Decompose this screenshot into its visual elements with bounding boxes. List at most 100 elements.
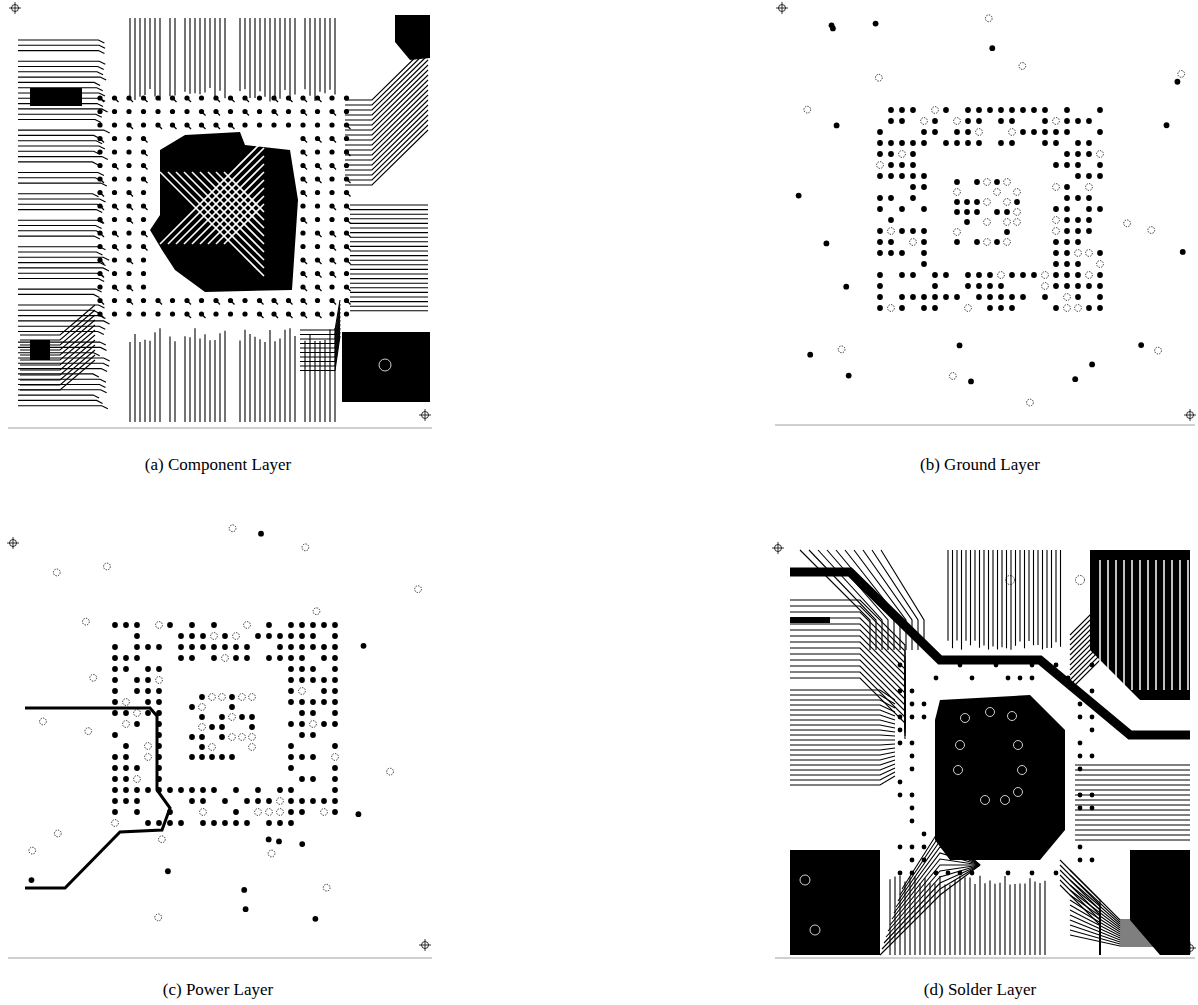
pad xyxy=(1078,715,1083,720)
via xyxy=(332,622,338,628)
trace xyxy=(18,183,107,186)
mark-cross xyxy=(782,2,783,14)
via xyxy=(921,228,927,234)
mark-cross xyxy=(1190,409,1191,421)
trace xyxy=(1009,885,1010,955)
via xyxy=(974,209,980,215)
via xyxy=(877,173,883,179)
copper-area xyxy=(1090,550,1190,700)
clearance-hole xyxy=(323,884,330,891)
via xyxy=(209,724,215,730)
panel-rule xyxy=(775,425,1195,426)
trace xyxy=(983,550,984,645)
via xyxy=(846,373,852,379)
pad xyxy=(922,858,927,863)
via xyxy=(987,283,993,289)
via xyxy=(921,305,927,311)
trace xyxy=(18,178,101,181)
clearance-hole xyxy=(249,694,256,701)
pad-stub xyxy=(318,314,322,318)
via xyxy=(356,811,362,817)
pad-stub xyxy=(318,179,322,183)
trace xyxy=(18,210,102,213)
trace xyxy=(790,648,905,724)
clearance-hole xyxy=(156,677,163,684)
pad-stub xyxy=(144,166,148,170)
pad xyxy=(1090,793,1095,798)
via xyxy=(332,809,338,815)
trace xyxy=(274,341,275,422)
trace xyxy=(314,18,315,101)
hatch-line xyxy=(184,172,264,252)
via xyxy=(899,250,905,256)
pad xyxy=(1090,715,1095,720)
hatch-line xyxy=(216,196,264,244)
pad-stub xyxy=(332,301,336,305)
trace xyxy=(254,337,255,422)
via xyxy=(233,655,239,661)
via xyxy=(976,294,982,300)
via xyxy=(965,272,971,278)
pad-stub xyxy=(100,139,104,143)
pad xyxy=(946,871,951,876)
bga-pad xyxy=(126,230,131,235)
clearance-hole xyxy=(1075,305,1082,312)
trace xyxy=(350,260,428,261)
pad-stub xyxy=(187,314,191,318)
via xyxy=(200,798,206,804)
via xyxy=(244,798,250,804)
trace xyxy=(1075,829,1190,830)
trace xyxy=(1024,550,1025,648)
via xyxy=(299,754,305,760)
trace xyxy=(149,18,150,89)
trace xyxy=(244,330,245,422)
via xyxy=(189,622,195,628)
via xyxy=(998,283,1004,289)
via xyxy=(1053,239,1059,245)
clearance-hole xyxy=(804,106,811,113)
via xyxy=(1138,342,1144,348)
bga-pad xyxy=(242,122,247,127)
pad-stub xyxy=(100,233,104,237)
pad-stub xyxy=(347,233,351,237)
via xyxy=(299,677,305,683)
via xyxy=(899,107,905,113)
via xyxy=(189,754,195,760)
bga-pad xyxy=(97,284,102,289)
via xyxy=(976,272,982,278)
trace xyxy=(1075,839,1190,840)
power-trace xyxy=(790,572,1190,735)
pad-stub xyxy=(115,233,119,237)
pad-stub xyxy=(303,193,307,197)
trace xyxy=(214,18,215,100)
trace xyxy=(1001,550,1002,647)
trace xyxy=(324,18,325,93)
via xyxy=(321,721,327,727)
trace xyxy=(244,18,245,89)
via xyxy=(134,633,140,639)
via xyxy=(1031,272,1037,278)
trace xyxy=(974,550,975,641)
trace xyxy=(350,214,428,215)
trace xyxy=(18,194,99,197)
trace xyxy=(882,865,980,949)
trace xyxy=(809,550,876,650)
via xyxy=(1075,151,1081,157)
via xyxy=(921,261,927,267)
clearance-hole xyxy=(921,118,928,125)
trace xyxy=(1024,884,1025,955)
pad-stub xyxy=(173,98,177,102)
via xyxy=(829,22,835,28)
trace xyxy=(949,884,950,955)
bga-pad xyxy=(97,109,102,114)
via xyxy=(964,219,970,225)
via xyxy=(1072,376,1078,382)
via xyxy=(211,787,217,793)
pad-stub xyxy=(318,287,322,291)
via xyxy=(189,704,195,710)
bga-pad xyxy=(286,122,291,127)
clearance-hole xyxy=(899,151,906,158)
trace xyxy=(350,310,428,311)
via xyxy=(1086,140,1092,146)
via xyxy=(888,107,894,113)
